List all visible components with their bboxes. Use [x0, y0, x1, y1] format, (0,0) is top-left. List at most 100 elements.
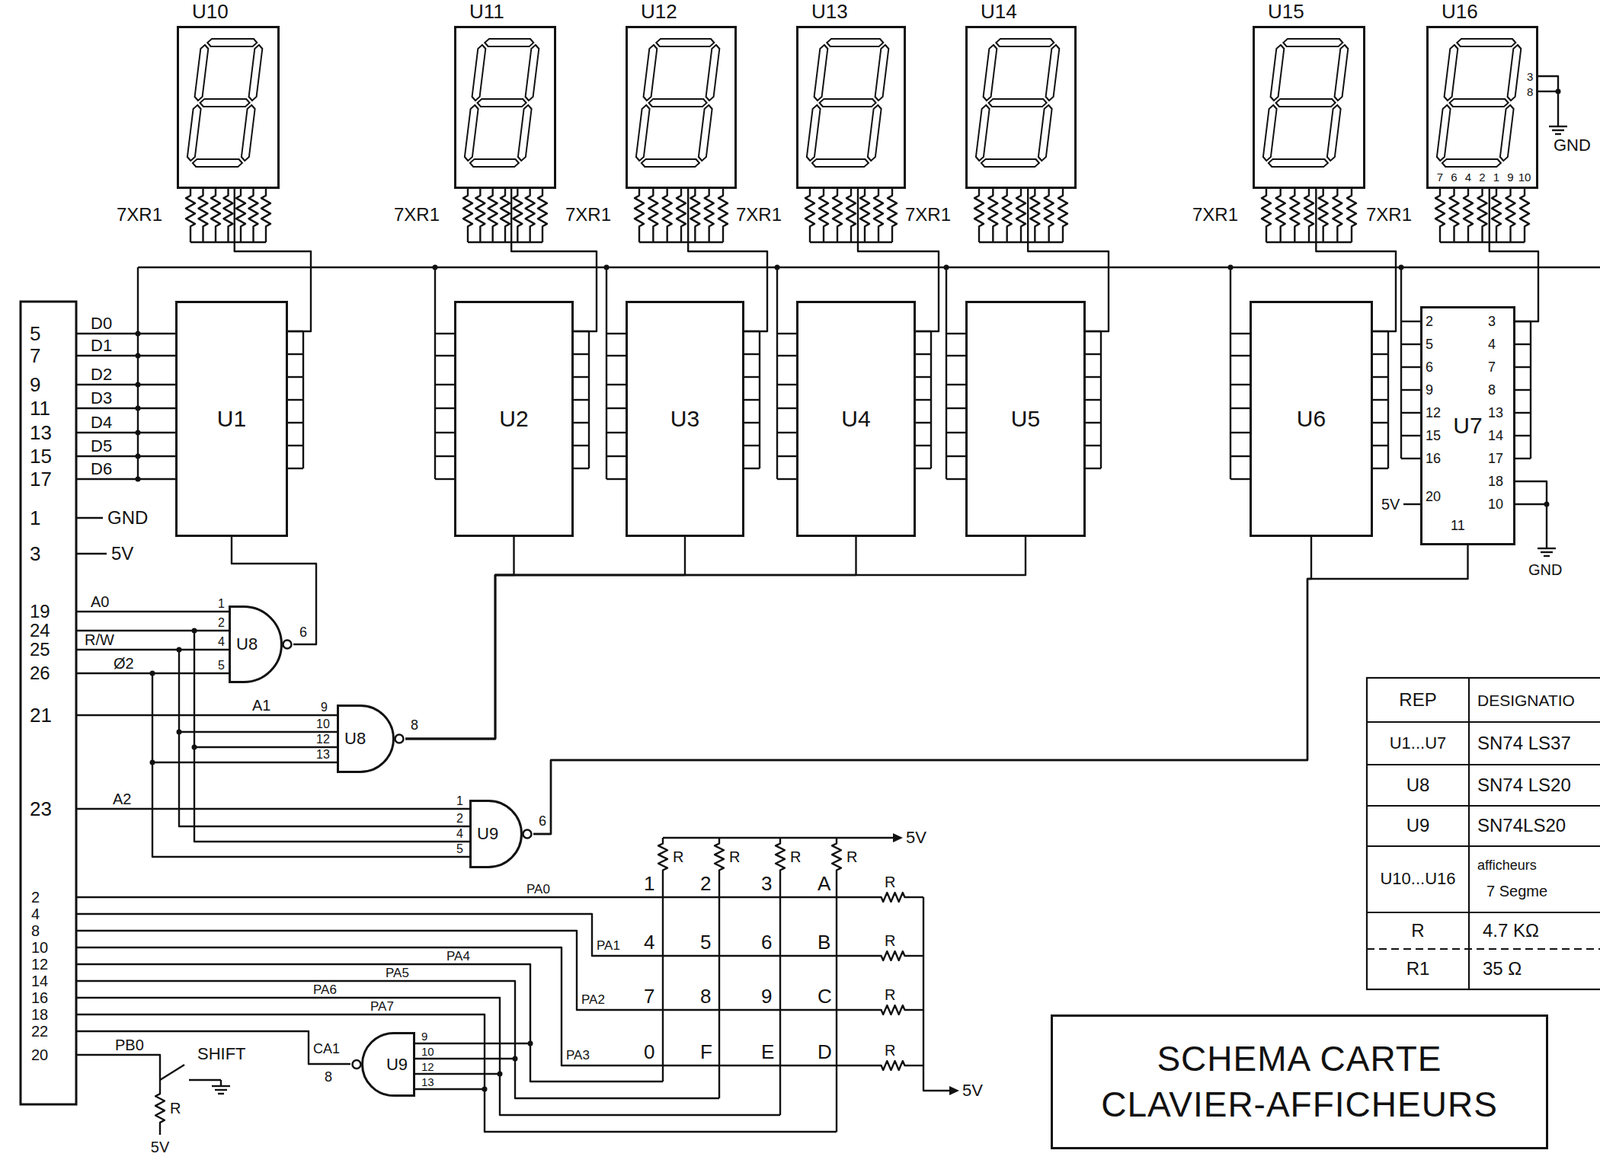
segment: [1441, 159, 1501, 167]
display-outline: [178, 27, 279, 189]
display-outline: [966, 27, 1076, 189]
resistor-symbol: [475, 188, 485, 234]
data-line: [76, 432, 176, 434]
resistor-bundle: [467, 241, 543, 244]
resistor-array-label: 7XR1: [1365, 205, 1413, 224]
wire: [265, 233, 267, 243]
gate-symbol: [470, 801, 532, 868]
title-text: SCHEMA CARTE CLAVIER-AFFICHEURS: [1091, 1036, 1508, 1129]
pin-number: 20: [1424, 489, 1442, 504]
wire: [1033, 233, 1036, 243]
wire: [415, 1088, 485, 1091]
resistor-symbol: [718, 188, 728, 234]
node-text: U2: [456, 303, 572, 535]
node-text: U4: [798, 303, 914, 535]
pin-number: 14: [30, 973, 49, 989]
resistor-symbol: [1491, 188, 1501, 234]
display-art: [176, 25, 280, 189]
wire: [1509, 233, 1511, 243]
segment-group: [805, 38, 890, 167]
pin-number: 5: [217, 659, 226, 672]
resistor-array-label: 7XR1: [564, 205, 612, 224]
enable-wire: [405, 537, 515, 740]
seven-segment-display: U15: [1252, 0, 1366, 189]
signal-name: PA2: [580, 993, 606, 1007]
keypad-row: [76, 914, 877, 957]
part-label: U9: [476, 825, 499, 843]
wire: [504, 233, 506, 243]
pin-number: 6: [537, 814, 548, 829]
enable-wire: [533, 545, 1469, 835]
pin-number: 18: [30, 1007, 49, 1023]
input-stub: [606, 478, 626, 480]
part-label: U6: [1296, 406, 1326, 432]
signal-name: CA1: [312, 1042, 341, 1056]
wire: [467, 233, 469, 243]
resistor-symbol: [876, 951, 910, 961]
nand-gate: U9: [350, 1032, 416, 1098]
pin-number: 11: [28, 398, 52, 419]
input-stub: [777, 455, 797, 458]
table-cell: U9: [1405, 816, 1431, 836]
wire: [240, 233, 242, 243]
signal-name: PA6: [312, 983, 338, 997]
resistor-symbol: [974, 188, 984, 234]
table-cell: SN74 LS20: [1476, 776, 1572, 795]
wire: [415, 1058, 516, 1060]
input-stub: [606, 332, 626, 335]
part-label: U7: [1452, 413, 1482, 439]
segment: [1267, 159, 1328, 167]
junction-dot: [135, 476, 141, 483]
key-label: 0: [643, 1042, 656, 1063]
pin-number: 15: [1424, 428, 1442, 443]
pin-number: 8: [1526, 86, 1534, 98]
junction-dot: [176, 729, 183, 736]
display-art: [1252, 25, 1366, 189]
resistor-symbol: [887, 188, 897, 234]
resistor-label: R: [728, 849, 741, 865]
wire: [707, 233, 710, 243]
node-text: U15: [1267, 1, 1305, 23]
junction-dot: [482, 1087, 488, 1093]
segment: [484, 38, 535, 47]
pin-number: 2: [30, 889, 41, 906]
resistor-symbol: [1276, 188, 1286, 234]
pin-number: 9: [1424, 383, 1434, 397]
key-label: 4: [643, 932, 656, 953]
wire: [1467, 233, 1469, 243]
wire: [809, 233, 811, 243]
wire: [909, 1065, 924, 1067]
resistor-array-label: 7XR1: [904, 205, 952, 224]
wire: [1308, 233, 1310, 243]
keypad-row: [76, 896, 877, 899]
segment: [240, 105, 256, 161]
resistor-symbol: [1002, 188, 1012, 234]
wire: [528, 233, 531, 243]
wire: [822, 233, 825, 243]
input-stub: [606, 432, 626, 434]
pin-number: 16: [30, 990, 49, 1006]
segment: [656, 38, 715, 47]
input-stub: [435, 407, 455, 410]
wire: [415, 1043, 531, 1045]
pin-number: 10: [420, 1046, 436, 1058]
resistor-symbol: [500, 188, 510, 234]
key-label: E: [760, 1042, 775, 1063]
signal-name: Ø2: [112, 656, 135, 672]
segment: [826, 38, 884, 47]
junction-dot: [135, 430, 141, 436]
pin-number: 13: [1487, 406, 1504, 420]
segment: [975, 105, 990, 161]
pin-number: 3: [28, 544, 42, 564]
display-art: [454, 25, 557, 189]
ground-symbol: [1552, 129, 1565, 132]
segment: [186, 105, 202, 161]
table-rule: [1366, 912, 1600, 914]
pin-number: 9: [1506, 171, 1514, 183]
signal-name: PA5: [384, 966, 410, 980]
input-stub: [606, 384, 626, 386]
segment: [811, 159, 869, 167]
resistor-symbol: [1261, 188, 1271, 234]
table-rule: [1468, 678, 1470, 990]
segment: [248, 44, 263, 101]
